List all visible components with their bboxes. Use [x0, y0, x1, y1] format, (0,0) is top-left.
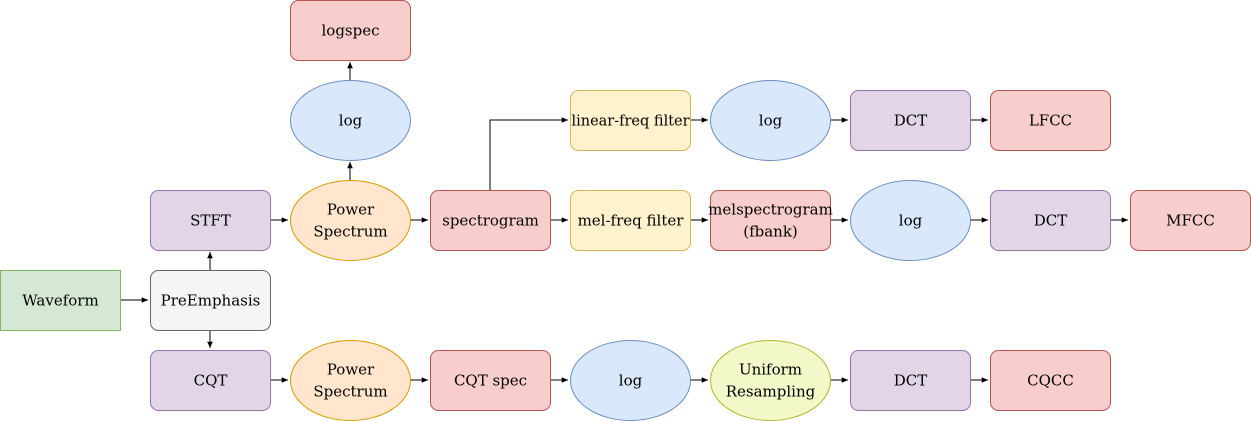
node-spectrogram: spectrogram	[430, 190, 551, 251]
node-cqt-spec-label: CQT spec	[454, 372, 527, 390]
node-uniform-resampling: Uniform Resampling	[710, 340, 831, 421]
node-mfcc-label: MFCC	[1166, 212, 1215, 230]
node-log-cqcc: log	[570, 340, 691, 421]
node-power-spectrum-bottom: Power Spectrum	[290, 340, 411, 421]
node-log-top: log	[290, 80, 411, 161]
node-waveform: Waveform	[0, 270, 121, 331]
node-dct-cqcc-label: DCT	[894, 372, 928, 390]
node-preemphasis-label: PreEmphasis	[161, 292, 261, 310]
node-mel-freq-filter: mel-freq filter	[570, 190, 691, 251]
node-dct-lfcc-label: DCT	[894, 112, 928, 130]
node-linear-freq-filter-label: linear-freq filter	[571, 114, 689, 130]
node-log-top-label: log	[339, 112, 363, 130]
node-melspectrogram-label-line1: melspectrogram	[708, 201, 833, 219]
node-waveform-label: Waveform	[22, 292, 98, 310]
node-log-mfcc-label: log	[899, 212, 923, 230]
node-dct-mfcc: DCT	[990, 190, 1111, 251]
node-melspectrogram: melspectrogram (fbank)	[708, 190, 833, 251]
node-power-spectrum-top-label-line2: Spectrum	[313, 223, 387, 241]
node-power-spectrum-top: Power Spectrum	[290, 180, 411, 261]
node-lfcc: LFCC	[990, 90, 1111, 151]
node-dct-mfcc-label: DCT	[1034, 212, 1068, 230]
node-linear-freq-filter: linear-freq filter	[570, 90, 691, 151]
node-mel-freq-filter-label: mel-freq filter	[578, 212, 685, 230]
node-logspec-label: logspec	[321, 22, 379, 40]
node-preemphasis: PreEmphasis	[150, 270, 271, 331]
node-log-mfcc: log	[850, 180, 971, 261]
node-mfcc: MFCC	[1130, 190, 1251, 251]
node-logspec: logspec	[290, 0, 411, 61]
node-uniform-resampling-label-line1: Uniform	[739, 361, 802, 379]
node-lfcc-label: LFCC	[1029, 112, 1072, 130]
node-stft-label: STFT	[190, 212, 231, 230]
node-cqt: CQT	[150, 350, 271, 411]
node-power-spectrum-bottom-label-line1: Power	[327, 361, 375, 379]
node-log-lfcc-label: log	[759, 112, 783, 130]
node-log-lfcc: log	[710, 80, 831, 161]
node-cqt-label: CQT	[194, 372, 228, 390]
node-power-spectrum-bottom-label-line2: Spectrum	[313, 383, 387, 401]
node-melspectrogram-label-line2: (fbank)	[743, 223, 798, 241]
node-cqcc-label: CQCC	[1027, 372, 1074, 390]
node-stft: STFT	[150, 190, 271, 251]
node-uniform-resampling-label-line2: Resampling	[726, 383, 816, 401]
node-cqcc: CQCC	[990, 350, 1111, 411]
edges	[120, 62, 1128, 383]
node-power-spectrum-top-label-line1: Power	[327, 201, 375, 219]
node-log-cqcc-label: log	[619, 372, 643, 390]
node-dct-lfcc: DCT	[850, 90, 971, 151]
edge-spectrogram-to-linear-freq-filter	[489, 117, 568, 190]
node-dct-cqcc: DCT	[850, 350, 971, 411]
node-spectrogram-label: spectrogram	[442, 212, 539, 230]
node-cqt-spec: CQT spec	[430, 350, 551, 411]
